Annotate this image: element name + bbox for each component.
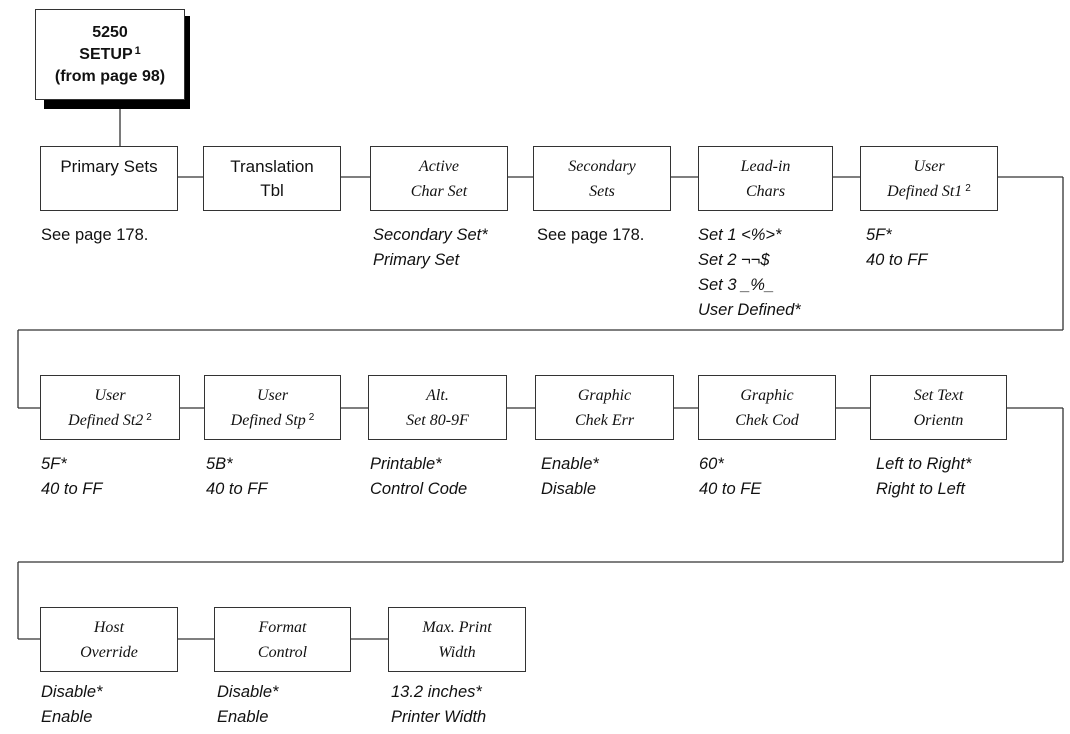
node-label: Defined St1 <box>887 182 963 200</box>
node-label: Graphic <box>740 386 794 404</box>
option-text: Right to Left <box>876 480 965 498</box>
option-text: Printer Width <box>391 708 487 726</box>
menu-node-format-control: Format Control <box>214 607 351 672</box>
menu-node-active-char-set: Active Char Set <box>370 146 508 211</box>
option-text: See page 178. <box>537 226 645 244</box>
option-text: Set 2 ¬¬$ <box>698 251 770 269</box>
node-label: Host <box>93 618 125 636</box>
options-primary-sets: See page 178. <box>41 223 148 248</box>
node-label: Control <box>257 643 308 661</box>
node-label: Graphic <box>577 386 632 404</box>
options-user-defined-st1: 5F* 40 to FF <box>866 223 927 273</box>
menu-node-translation-tbl: Translation Tbl <box>203 146 341 211</box>
node-label: Tbl <box>260 180 284 200</box>
option-text: Disable <box>541 480 597 498</box>
footnote-marker: 1 <box>134 44 141 57</box>
option-text: 5F* <box>41 455 67 473</box>
option-text: Enable <box>217 708 269 726</box>
options-set-text-orientn: Left to Right* Right to Left <box>876 452 971 502</box>
start-title: 5250 <box>92 23 128 41</box>
node-label: Chek Cod <box>735 411 799 429</box>
menu-node-lead-in-chars: Lead-in Chars <box>698 146 833 211</box>
option-text: 40 to FF <box>206 480 268 498</box>
option-text: 60* <box>699 455 724 473</box>
options-active-char-set: Secondary Set* Primary Set <box>373 223 488 273</box>
options-lead-in-chars: Set 1 <%>* Set 2 ¬¬$ Set 3 _%_ User Defi… <box>698 223 801 323</box>
menu-node-host-override: Host Override <box>40 607 178 672</box>
option-text: See page 178. <box>41 226 149 244</box>
node-label: Lead-in <box>740 157 791 175</box>
node-label: Defined Stp <box>230 411 306 429</box>
node-label: Chek Err <box>574 411 635 429</box>
node-label: Max. Print <box>422 618 492 636</box>
options-graphic-chek-err: Enable* Disable <box>541 452 599 502</box>
node-label: Width <box>438 643 476 661</box>
options-format-control: Disable* Enable <box>217 680 278 730</box>
node-label: User <box>913 157 945 175</box>
option-text: 40 to FF <box>41 480 103 498</box>
node-label: User <box>256 386 289 404</box>
menu-node-primary-sets: Primary Sets <box>40 146 178 211</box>
node-label: Primary Sets <box>60 156 158 176</box>
footnote-marker: 2 <box>146 411 152 423</box>
node-label: Char Set <box>410 182 468 200</box>
option-text: Disable* <box>217 683 279 701</box>
option-text: 5B* <box>206 455 233 473</box>
node-label: Translation <box>230 156 314 176</box>
options-user-defined-st2: 5F* 40 to FF <box>41 452 102 502</box>
options-user-defined-stp: 5B* 40 to FF <box>206 452 267 502</box>
option-text: Set 3 _%_ <box>698 276 775 294</box>
node-label: Set 80-9F <box>406 411 469 429</box>
options-host-override: Disable* Enable <box>41 680 102 730</box>
option-text: Set 1 <%>* <box>698 226 782 244</box>
option-text: 5F* <box>866 226 892 244</box>
option-text: Enable <box>41 708 93 726</box>
options-graphic-chek-cod: 60* 40 to FE <box>699 452 761 502</box>
menu-node-alt-set-80-9f: Alt. Set 80-9F <box>368 375 507 440</box>
node-label: Set Text <box>913 386 964 404</box>
option-text: Left to Right* <box>876 455 972 473</box>
menu-node-max-print-width: Max. Print Width <box>388 607 526 672</box>
node-label: Active <box>419 157 459 175</box>
option-text: Secondary Set* <box>373 226 488 244</box>
node-label: Override <box>80 643 138 661</box>
node-label: Sets <box>589 182 615 200</box>
option-text: User Defined* <box>698 301 801 319</box>
options-alt-set-80-9f: Printable* Control Code <box>370 452 467 502</box>
menu-node-secondary-sets: Secondary Sets <box>533 146 671 211</box>
menu-node-graphic-chek-err: Graphic Chek Err <box>535 375 674 440</box>
option-text: Primary Set <box>373 251 460 269</box>
option-text: Control Code <box>370 480 468 498</box>
node-label: Orientn <box>913 411 964 429</box>
options-max-print-width: 13.2 inches* Printer Width <box>391 680 486 730</box>
start-page-ref: (from page 98) <box>54 67 166 85</box>
menu-node-graphic-chek-cod: Graphic Chek Cod <box>698 375 836 440</box>
node-label: Secondary <box>568 157 636 175</box>
option-text: 40 to FF <box>866 251 928 269</box>
node-label: User <box>94 386 126 404</box>
option-text: Disable* <box>41 683 103 701</box>
node-label: Defined St2 <box>68 411 144 429</box>
footnote-marker: 2 <box>308 411 315 423</box>
node-label: Alt. <box>426 386 449 404</box>
node-label: Chars <box>745 182 786 200</box>
option-text: Printable* <box>370 455 442 473</box>
node-label: Format <box>258 618 307 636</box>
option-text: Enable* <box>541 455 599 473</box>
option-text: 13.2 inches* <box>391 683 482 701</box>
option-text: 40 to FE <box>699 480 762 498</box>
options-secondary-sets: See page 178. <box>537 223 644 248</box>
footnote-marker: 2 <box>965 182 971 194</box>
menu-node-set-text-orientn: Set Text Orientn <box>870 375 1007 440</box>
